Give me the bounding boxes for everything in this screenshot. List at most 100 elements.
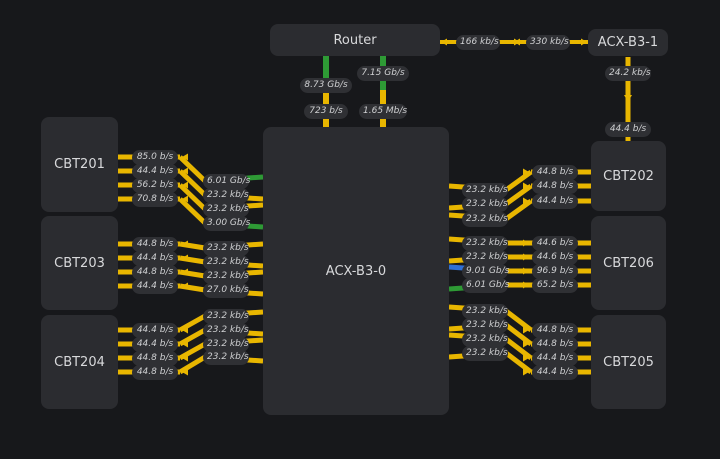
label-router-acx-b3-0-b-top: 7.15 Gb/s	[357, 65, 409, 81]
label-cbt203-far-2: 23.2 kb/s	[203, 268, 249, 284]
label-cbt205-near-2: 44.4 b/s	[532, 350, 578, 366]
label-cbt201-near-3: 70.8 b/s	[132, 191, 178, 207]
label-cbt205-far-1: 23.2 kb/s	[462, 317, 508, 333]
node-cbt201[interactable]: CBT201	[41, 117, 118, 212]
label-cbt206-near-2: 96.9 b/s	[532, 263, 578, 279]
link-cbt201-2-mid	[178, 183, 207, 211]
arrow-cbt204-2	[182, 354, 188, 362]
arrow-cbt202-2	[523, 197, 529, 205]
label-cbt203-far-3: 27.0 kb/s	[203, 282, 249, 298]
label-cbt202-near-1: 44.8 b/s	[532, 178, 578, 194]
label-cbt204-near-0: 44.4 b/s	[132, 322, 178, 338]
label-cbt206-far-1: 23.2 kb/s	[462, 249, 508, 265]
label-cbt201-near-2: 56.2 b/s	[132, 177, 178, 193]
label-cbt206-near-0: 44.6 b/s	[532, 235, 578, 251]
label-cbt202-near-2: 44.4 b/s	[532, 193, 578, 209]
node-cbt203[interactable]: CBT203	[41, 216, 118, 310]
arrow-cbt203-0	[182, 240, 188, 248]
node-cbt206[interactable]: CBT206	[591, 216, 666, 310]
label-cbt205-near-3: 44.4 b/s	[532, 364, 578, 380]
label-cbt201-far-3: 3.00 Gb/s	[203, 215, 250, 231]
arrow-cbt206-0	[523, 239, 529, 247]
arrow-to-router	[441, 38, 447, 46]
arrow-cbt203-1	[182, 254, 188, 262]
label-cbt205-far-0: 23.2 kb/s	[462, 303, 508, 319]
label-cbt204-far-2: 23.2 kb/s	[203, 336, 249, 352]
arrow-cbt201-0	[182, 153, 188, 161]
label-router-acx-b3-0-a-bottom: 723 b/s	[304, 103, 348, 119]
arrow-cbt205-3	[523, 368, 529, 376]
node-router[interactable]: Router	[270, 24, 440, 56]
arrow-cbt202-1	[523, 182, 529, 190]
label-cbt202-far-2: 23.2 kb/s	[462, 211, 508, 227]
arrow-cbt206-2	[523, 267, 529, 275]
link-cbt205-0-mid	[504, 309, 533, 332]
link-cbt201-0-mid	[178, 155, 207, 183]
label-cbt201-far-2: 23.2 kb/s	[203, 201, 249, 217]
link-cbt205-2-mid	[504, 337, 533, 360]
link-cbt205-3-mid	[504, 351, 533, 374]
arrow-cbt203-2	[182, 268, 188, 276]
arrow-cbt201-2	[182, 181, 188, 189]
arrow-cbt205-0	[523, 326, 529, 334]
label-cbt204-far-1: 23.2 kb/s	[203, 322, 249, 338]
arrow-cbt206-3	[523, 281, 529, 289]
node-acx-b3-0[interactable]: ACX-B3-0	[263, 127, 449, 415]
label-router-acx-b3-1-left: 166 kb/s	[456, 34, 500, 50]
arrow-cbt206-1	[523, 253, 529, 261]
label-acx-b3-1-down-bottom: 44.4 b/s	[605, 121, 651, 137]
link-cbt204-2-mid	[178, 341, 207, 361]
label-router-acx-b3-1-right: 330 kb/s	[526, 34, 570, 50]
label-cbt202-near-0: 44.8 b/s	[532, 164, 578, 180]
link-cbt202-0-mid	[504, 169, 533, 193]
arrow-down-acx-b3-1	[624, 95, 632, 102]
label-cbt206-far-0: 23.2 kb/s	[462, 235, 508, 251]
label-cbt204-far-3: 23.2 kb/s	[203, 349, 249, 365]
label-cbt203-near-2: 44.8 b/s	[132, 264, 178, 280]
link-cbt201-3-mid	[178, 197, 207, 225]
label-cbt205-near-1: 44.8 b/s	[532, 336, 578, 352]
arrow-cbt202-0	[523, 168, 529, 176]
label-cbt201-far-0: 6.01 Gb/s	[203, 173, 250, 189]
node-cbt202[interactable]: CBT202	[591, 141, 666, 211]
label-cbt202-far-0: 23.2 kb/s	[462, 182, 508, 198]
arrow-mid-right	[514, 38, 520, 46]
label-cbt201-near-0: 85.0 b/s	[132, 149, 178, 165]
label-cbt206-near-3: 65.2 b/s	[532, 277, 578, 293]
arrow-cbt205-2	[523, 354, 529, 362]
link-cbt204-0-mid	[178, 313, 207, 333]
label-cbt204-far-0: 23.2 kb/s	[203, 308, 249, 324]
label-cbt202-far-1: 23.2 kb/s	[462, 196, 508, 212]
node-acx-b3-1[interactable]: ACX-B3-1	[588, 29, 668, 56]
label-cbt203-far-1: 23.2 kb/s	[203, 254, 249, 270]
label-cbt203-near-3: 44.4 b/s	[132, 278, 178, 294]
label-cbt204-near-1: 44.4 b/s	[132, 336, 178, 352]
link-cbt204-3-mid	[178, 354, 207, 375]
label-cbt203-near-1: 44.4 b/s	[132, 250, 178, 266]
arrow-cbt201-3	[182, 195, 188, 203]
arrow-cbt203-3	[182, 282, 188, 290]
label-cbt205-far-2: 23.2 kb/s	[462, 331, 508, 347]
label-cbt206-far-3: 6.01 Gb/s	[462, 277, 509, 293]
label-cbt205-near-0: 44.8 b/s	[532, 322, 578, 338]
label-cbt206-far-2: 9.01 Gb/s	[462, 263, 509, 279]
arrow-cbt205-1	[523, 340, 529, 348]
node-cbt205[interactable]: CBT205	[591, 315, 666, 409]
label-cbt201-near-1: 44.4 b/s	[132, 163, 178, 179]
label-router-acx-b3-0-a-top: 8.73 Gb/s	[300, 77, 352, 93]
arrow-cbt204-1	[182, 340, 188, 348]
link-cbt202-2-mid	[504, 198, 533, 222]
label-cbt205-far-3: 23.2 kb/s	[462, 345, 508, 361]
link-cbt204-1-mid	[178, 327, 207, 347]
link-cbt201-1-mid	[178, 169, 207, 197]
arrow-cbt204-0	[182, 326, 188, 334]
arrow-cbt201-1	[182, 167, 188, 175]
arrow-cbt204-3	[182, 368, 188, 376]
label-cbt204-near-3: 44.8 b/s	[132, 364, 178, 380]
label-cbt204-near-2: 44.8 b/s	[132, 350, 178, 366]
arrow-to-acx-b3-1	[581, 38, 587, 46]
label-cbt203-far-0: 23.2 kb/s	[203, 240, 249, 256]
node-cbt204[interactable]: CBT204	[41, 315, 118, 409]
label-cbt201-far-1: 23.2 kb/s	[203, 187, 249, 203]
label-cbt206-near-1: 44.6 b/s	[532, 249, 578, 265]
